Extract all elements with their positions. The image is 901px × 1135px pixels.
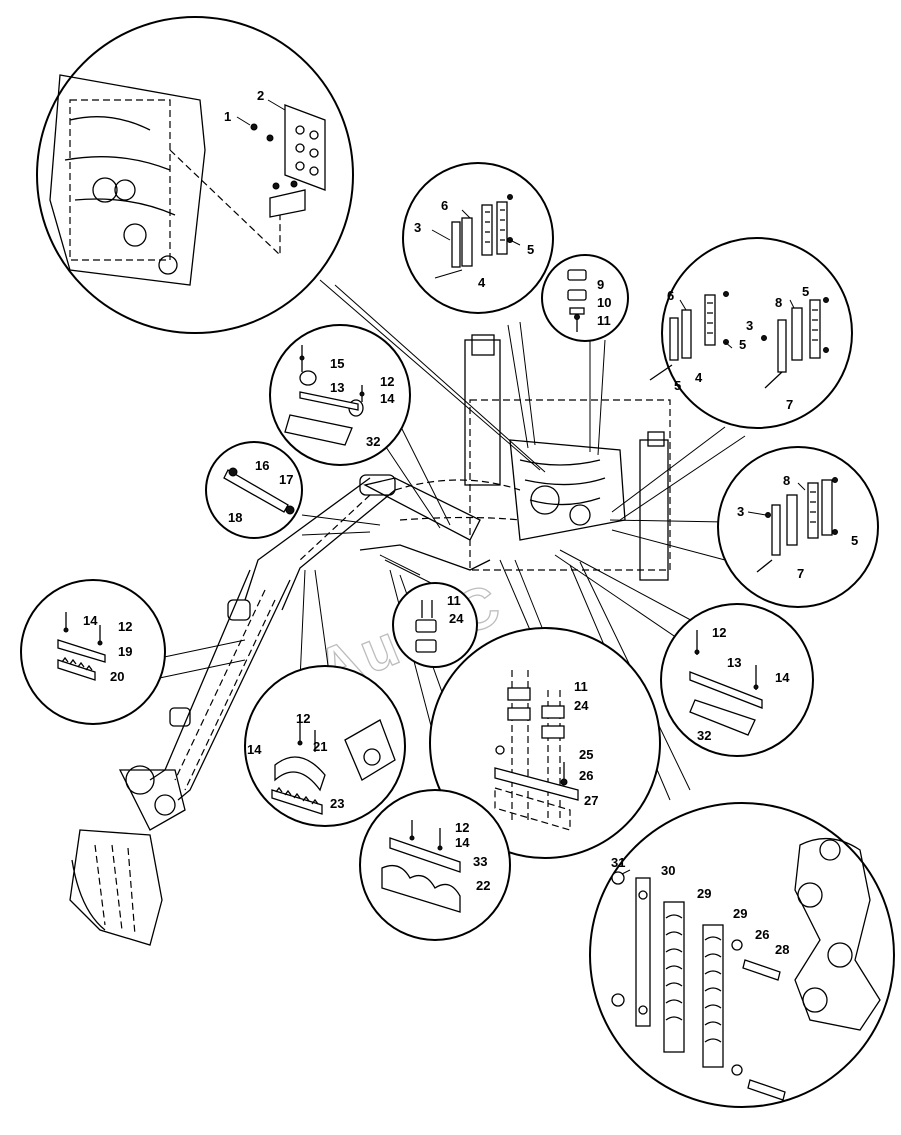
- callout-15: 15: [330, 356, 344, 371]
- detail-clamp-right-upper: [649, 237, 853, 429]
- callout-14: 14: [455, 835, 470, 850]
- detail-clamp-mid: [392, 582, 478, 668]
- detail-plate-upper: [269, 324, 411, 466]
- excavator-assembly: [69, 334, 671, 946]
- callout-5: 5: [802, 284, 809, 299]
- callout-1: 1: [224, 109, 231, 124]
- callout-10: 10: [597, 295, 611, 310]
- callout-5: 5: [739, 337, 746, 352]
- callout-4: 4: [478, 275, 486, 290]
- detail-pin: [205, 441, 303, 539]
- detail-plate-lower: [660, 603, 814, 757]
- callout-12: 12: [455, 820, 469, 835]
- callout-7: 7: [786, 397, 793, 412]
- callout-18: 18: [228, 510, 242, 525]
- callout-27: 27: [584, 793, 598, 808]
- callout-19: 19: [118, 644, 132, 659]
- callout-3: 3: [746, 318, 753, 333]
- callout-11: 11: [574, 679, 588, 694]
- callout-25: 25: [579, 747, 593, 762]
- callout-14: 14: [775, 670, 790, 685]
- callout-26: 26: [755, 927, 769, 942]
- callout-24: 24: [574, 698, 589, 713]
- detail-clamp-block: [429, 627, 661, 859]
- callout-11: 11: [597, 313, 611, 328]
- detail-saddle: [244, 665, 406, 827]
- callout-14: 14: [247, 742, 262, 757]
- callout-5: 5: [674, 378, 681, 393]
- detail-bracket-mount: [36, 16, 354, 334]
- detail-clamp-left: [20, 579, 166, 725]
- callout-13: 13: [727, 655, 741, 670]
- callout-12: 12: [118, 619, 132, 634]
- callout-12: 12: [712, 625, 726, 640]
- callout-29: 29: [697, 886, 711, 901]
- callout-8: 8: [775, 295, 782, 310]
- detail-clamp-large: [589, 802, 895, 1108]
- callout-5: 5: [527, 242, 534, 257]
- callout-5: 5: [851, 533, 858, 548]
- callout-16: 16: [255, 458, 269, 473]
- callout-17: 17: [279, 472, 293, 487]
- callout-6: 6: [441, 198, 448, 213]
- callout-14: 14: [380, 391, 395, 406]
- callout-23: 23: [330, 796, 344, 811]
- callout-31: 31: [611, 855, 625, 870]
- callout-8: 8: [783, 473, 790, 488]
- callout-28: 28: [775, 942, 789, 957]
- callout-29: 29: [733, 906, 747, 921]
- callout-3: 3: [414, 220, 421, 235]
- callout-2: 2: [257, 88, 264, 103]
- detail-clamp-pair: [359, 789, 511, 941]
- detail-clamp-small: [541, 254, 629, 342]
- detail-clamp-upper: [402, 162, 554, 314]
- callouts: 1 2 3 6 5 4 9 10 11 6 8 5 3 5 5 4 7 15 1…: [83, 88, 858, 957]
- callout-32: 32: [697, 728, 711, 743]
- callout-14: 14: [83, 613, 98, 628]
- callout-12: 12: [296, 711, 310, 726]
- callout-12: 12: [380, 374, 394, 389]
- callout-30: 30: [661, 863, 675, 878]
- callout-13: 13: [330, 380, 344, 395]
- callout-4: 4: [695, 370, 703, 385]
- callout-20: 20: [110, 669, 124, 684]
- callout-21: 21: [313, 739, 327, 754]
- detail-clamp-right-lower: [717, 446, 879, 608]
- callout-33: 33: [473, 854, 487, 869]
- callout-6: 6: [667, 288, 674, 303]
- callout-22: 22: [476, 878, 490, 893]
- callout-7: 7: [797, 566, 804, 581]
- callout-24: 24: [449, 611, 464, 626]
- callout-26: 26: [579, 768, 593, 783]
- callout-9: 9: [597, 277, 604, 292]
- callout-32: 32: [366, 434, 380, 449]
- callout-11: 11: [447, 593, 461, 608]
- callout-3: 3: [737, 504, 744, 519]
